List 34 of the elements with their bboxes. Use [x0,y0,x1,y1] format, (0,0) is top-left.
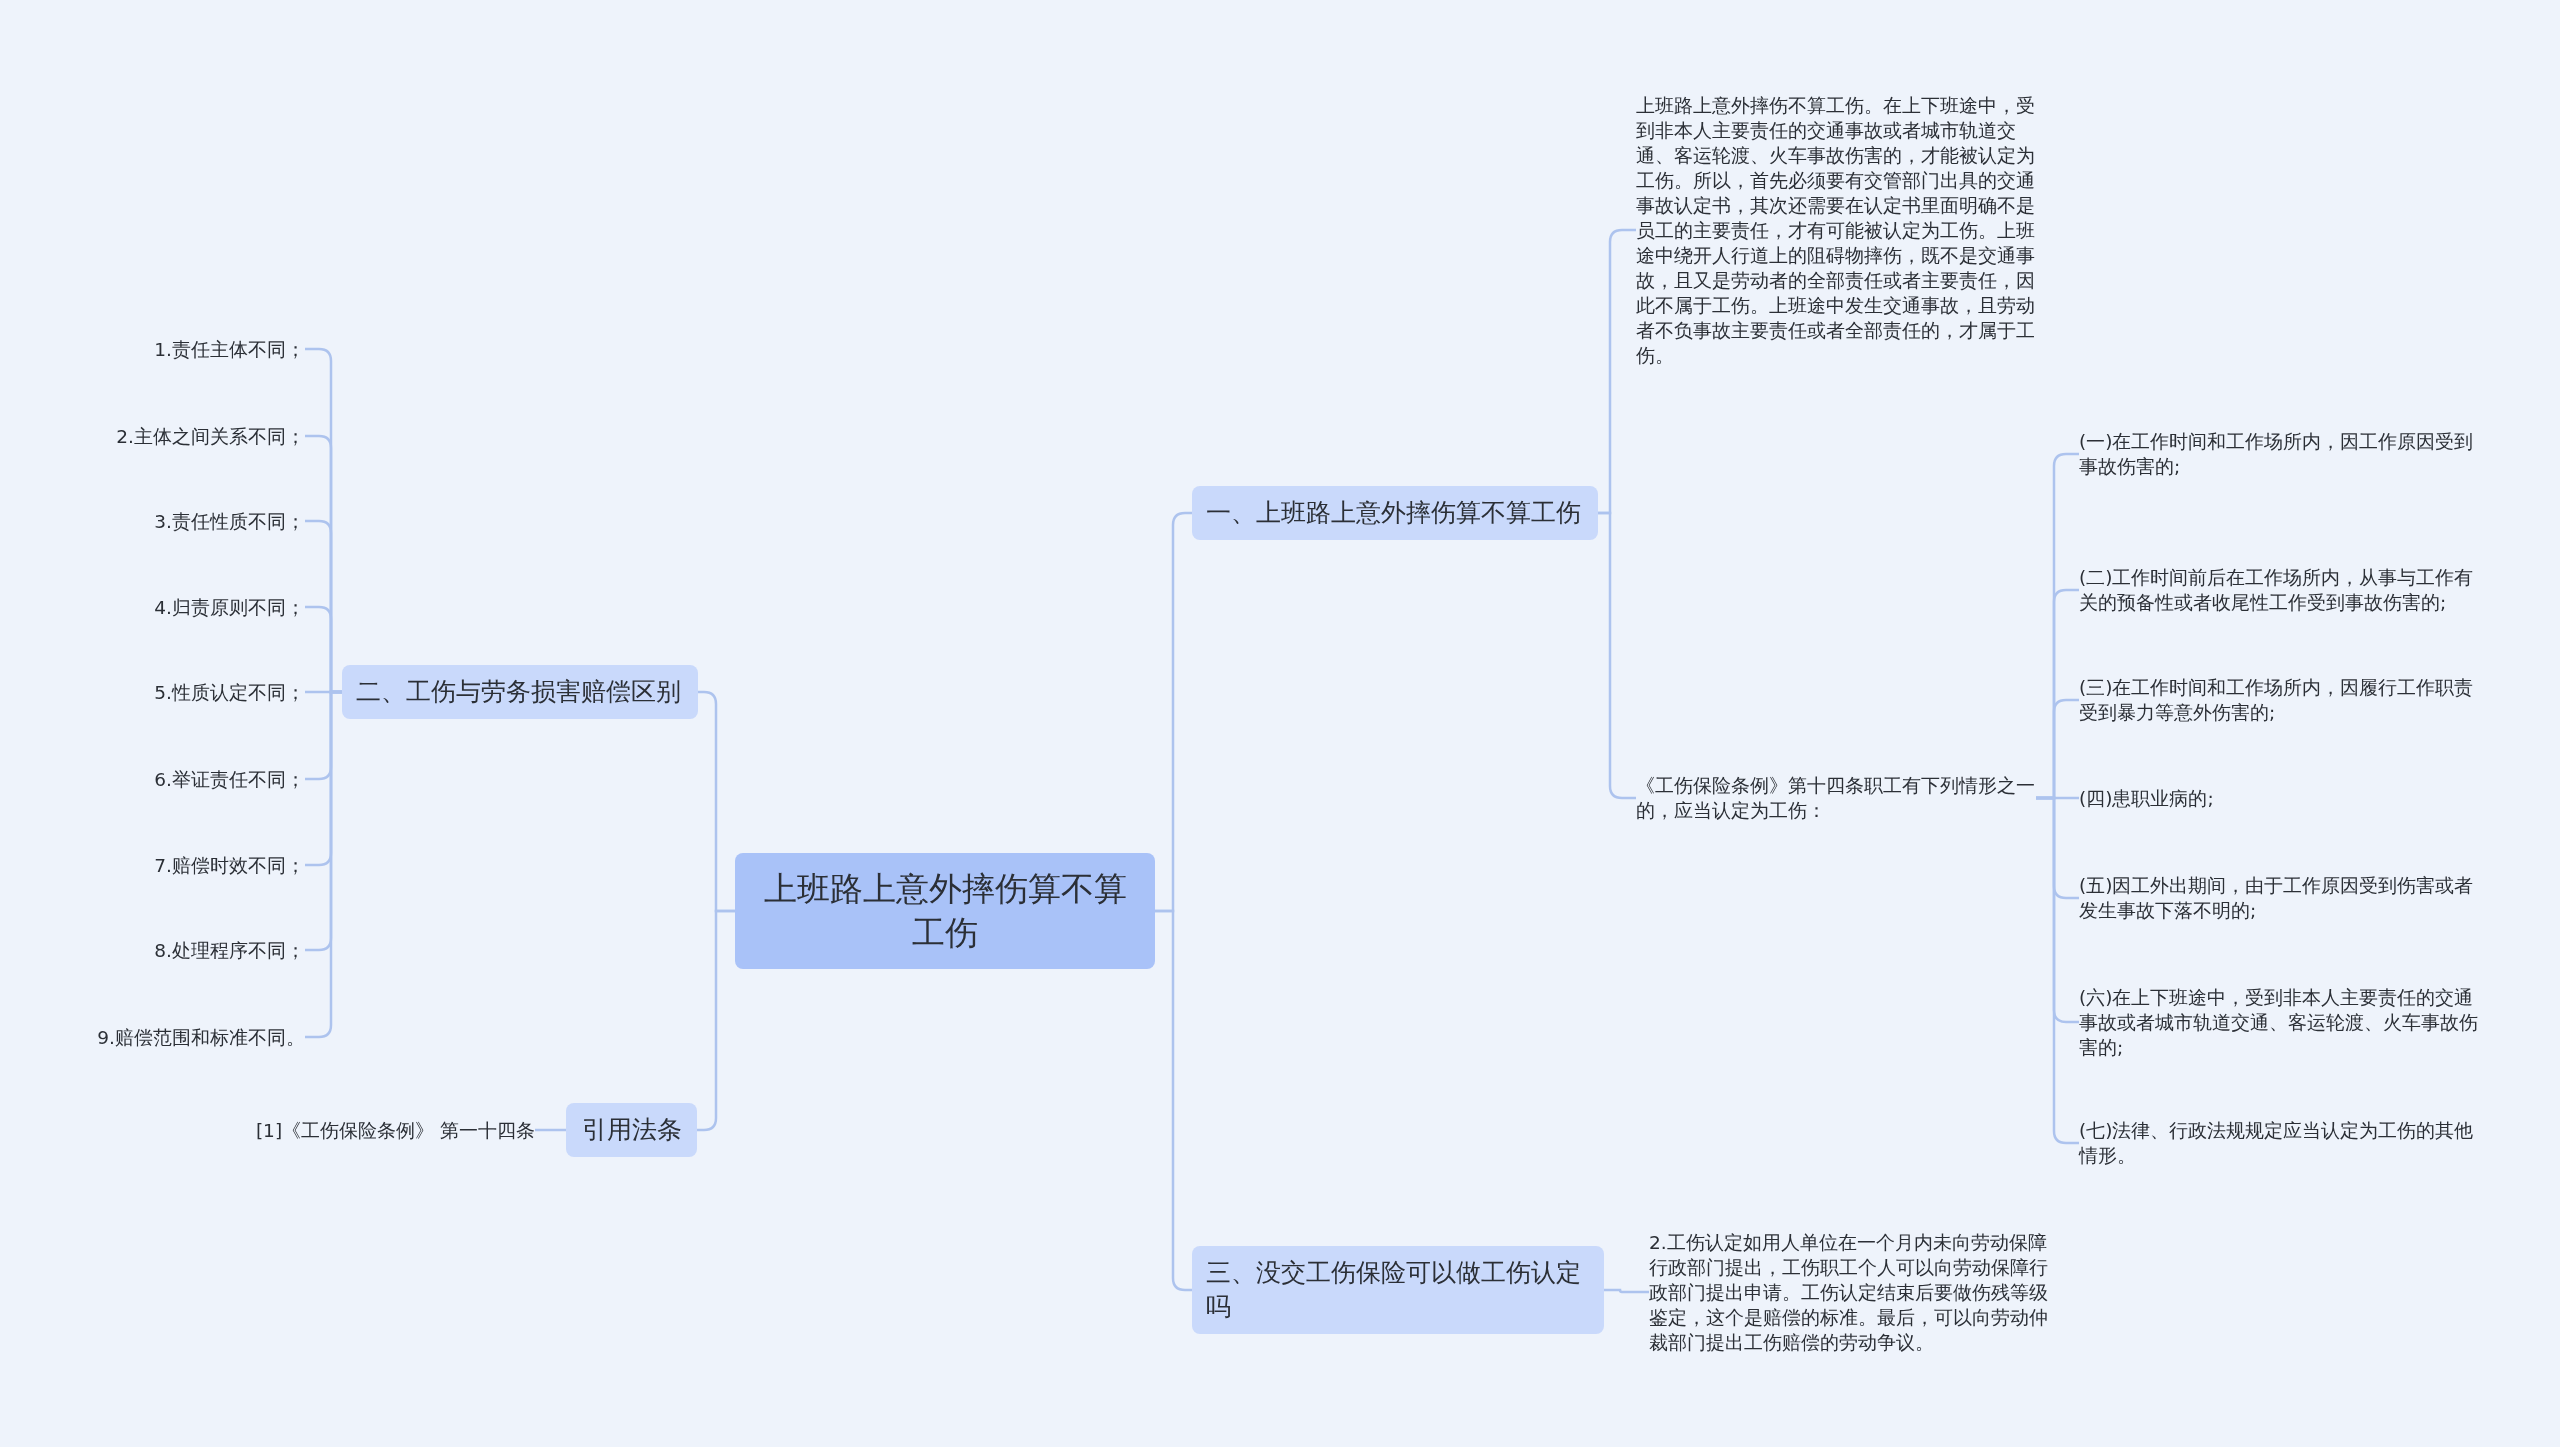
topic-box [1192,1246,1604,1334]
connector-line [535,1128,566,1132]
central-topic-text: 上班路上意外摔伤算不算工伤 [762,868,1128,954]
note-text: 6.举证责任不同； [153,767,305,792]
note-text: 9.赔偿范围和标准不同。 [96,1025,305,1050]
topic-box [1192,486,1598,540]
connector-line [1155,909,1192,1292]
topic-text: 引用法条 [580,1114,683,1146]
topic-text: 一、上班路上意外摔伤算不算工伤 [1206,497,1582,529]
topic-box [566,1103,697,1157]
note-text: (一)在工作时间和工作场所内，因工作原因受到事故伤害的; [2079,430,2475,479]
note-text: (二)工作时间前后在工作场所内，从事与工作有关的预备性或者收尾性工作受到事故伤害的; [2079,566,2475,615]
note-text: 上班路上意外摔伤不算工伤。在上下班途中，受到非本人主要责任的交通事故或者城市轨道交通、客运轮渡、火车事故伤害的，才能被认定为工伤。所以，首先必须要有交管部门出具的交通事故认定书，其次还需要在认定书里面明确不是员工的主要责任，才有可能被认定为工伤。上班途中绕开人行道上的阻碍物摔伤，既不是交通事故，且又是劳动者的全部责任或者主要责任，因此不属于工伤。上班途中发生交通事故，且劳动者不负事故主要责任或者全部责任的，才属于工伤。 [1636,93,2036,368]
note-text: 2.工伤认定如用人单位在一个月内未向劳动保障行政部门提出，工伤职工个人可以向劳动保障行政部门提出申请。工伤认定结束后要做伤残等级鉴定，这个是赔偿的标准。最后，可以向劳动仲裁部门提出工伤赔偿的劳动争议。 [1649,1230,2049,1355]
note-text: 《工伤保险条例》第十四条职工有下列情形之一的，应当认定为工伤： [1636,774,2036,823]
topic-text: 三、没交工伤保险可以做工伤认定吗 [1206,1257,1582,1323]
note-text: 3.责任性质不同； [153,509,305,534]
note-text: [1]《工伤保险条例》 第一十四条 [254,1118,535,1143]
central-topic-box [735,853,1155,969]
note-text: 5.性质认定不同； [153,680,305,705]
note-text: 7.赔偿时效不同； [153,853,305,878]
note-text: 1.责任主体不同； [153,337,305,362]
note-text: 4.归责原则不同； [153,595,305,620]
topic-text: 二、工伤与劳务损害赔偿区别 [356,676,682,708]
note-text: (三)在工作时间和工作场所内，因履行工作职责受到暴力等意外伤害的; [2079,676,2475,725]
note-text: (六)在上下班途中，受到非本人主要责任的交通事故或者城市轨道交通、客运轮渡、火车事故伤害的; [2079,985,2479,1060]
note-text: (五)因工外出期间，由于工作原因受到伤害或者发生事故下落不明的; [2079,874,2475,923]
connector-line [1604,1288,1649,1294]
note-text: 2.主体之间关系不同； [115,424,305,449]
note-text: (四)患职业病的; [2079,786,2215,811]
topic-box [342,665,698,719]
connector-line [697,909,735,1132]
note-text: (七)法律、行政法规规定应当认定为工伤的其他情形。 [2079,1119,2475,1168]
note-text: 8.处理程序不同； [153,938,305,963]
